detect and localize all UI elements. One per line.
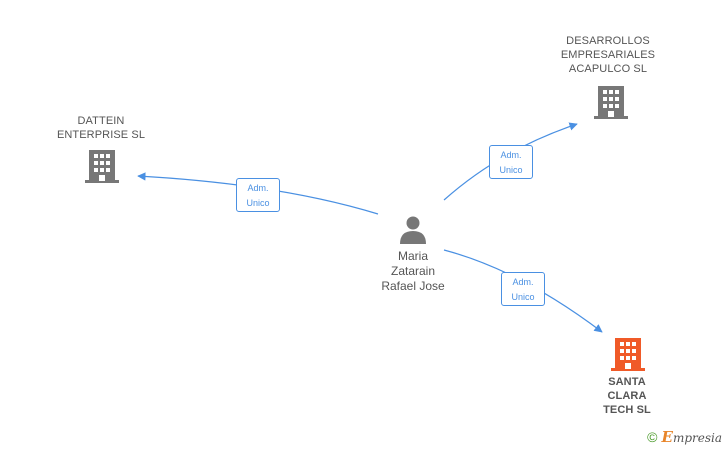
company-label-line: DATTEIN (77, 115, 125, 127)
building-icon[interactable] (85, 148, 119, 184)
edge-label-dattein[interactable]: Adm. Unico (236, 178, 280, 212)
person-name-line: Zatarain (390, 264, 436, 278)
person-name-line: Rafael Jose (381, 279, 445, 293)
copyright-icon: © (647, 429, 658, 445)
edge-label-santa-clara[interactable]: Adm. Unico (501, 272, 545, 306)
brand-footer: ©Empresia (647, 428, 722, 446)
person-name-line: Maria (397, 249, 428, 263)
company-label-line: EMPRESARIALES (560, 49, 656, 61)
building-icon[interactable] (594, 84, 628, 120)
edge-label-line: Adm. (500, 150, 522, 160)
edge-label-line: Unico (246, 198, 270, 208)
company-label-line: SANTA (608, 376, 646, 388)
edge-label-desarrollos[interactable]: Adm. Unico (489, 145, 533, 179)
person-name[interactable]: Maria Zatarain Rafael Jose (363, 249, 463, 294)
company-label-line: DESARROLLOS (566, 35, 650, 47)
edge-label-line: Adm. (512, 277, 534, 287)
brand-rest: mpresia (672, 431, 722, 445)
company-label-santa-clara[interactable]: SANTA CLARA TECH SL (585, 375, 669, 417)
empresia-logo[interactable]: Empresia (661, 428, 723, 446)
edge-label-line: Unico (499, 165, 523, 175)
company-label-line: ACAPULCO SL (568, 63, 648, 75)
edge-label-line: Adm. (247, 183, 269, 193)
edge-label-line: Unico (511, 292, 535, 302)
company-label-line: ENTERPRISE SL (56, 129, 146, 141)
brand-initial: E (661, 428, 673, 446)
company-label-desarrollos[interactable]: DESARROLLOS EMPRESARIALES ACAPULCO SL (548, 34, 668, 76)
building-icon[interactable] (611, 336, 645, 372)
company-label-dattein[interactable]: DATTEIN ENTERPRISE SL (46, 114, 156, 142)
company-label-line: TECH SL (603, 404, 651, 416)
company-label-line: CLARA (607, 390, 647, 402)
person-icon[interactable] (398, 214, 428, 244)
